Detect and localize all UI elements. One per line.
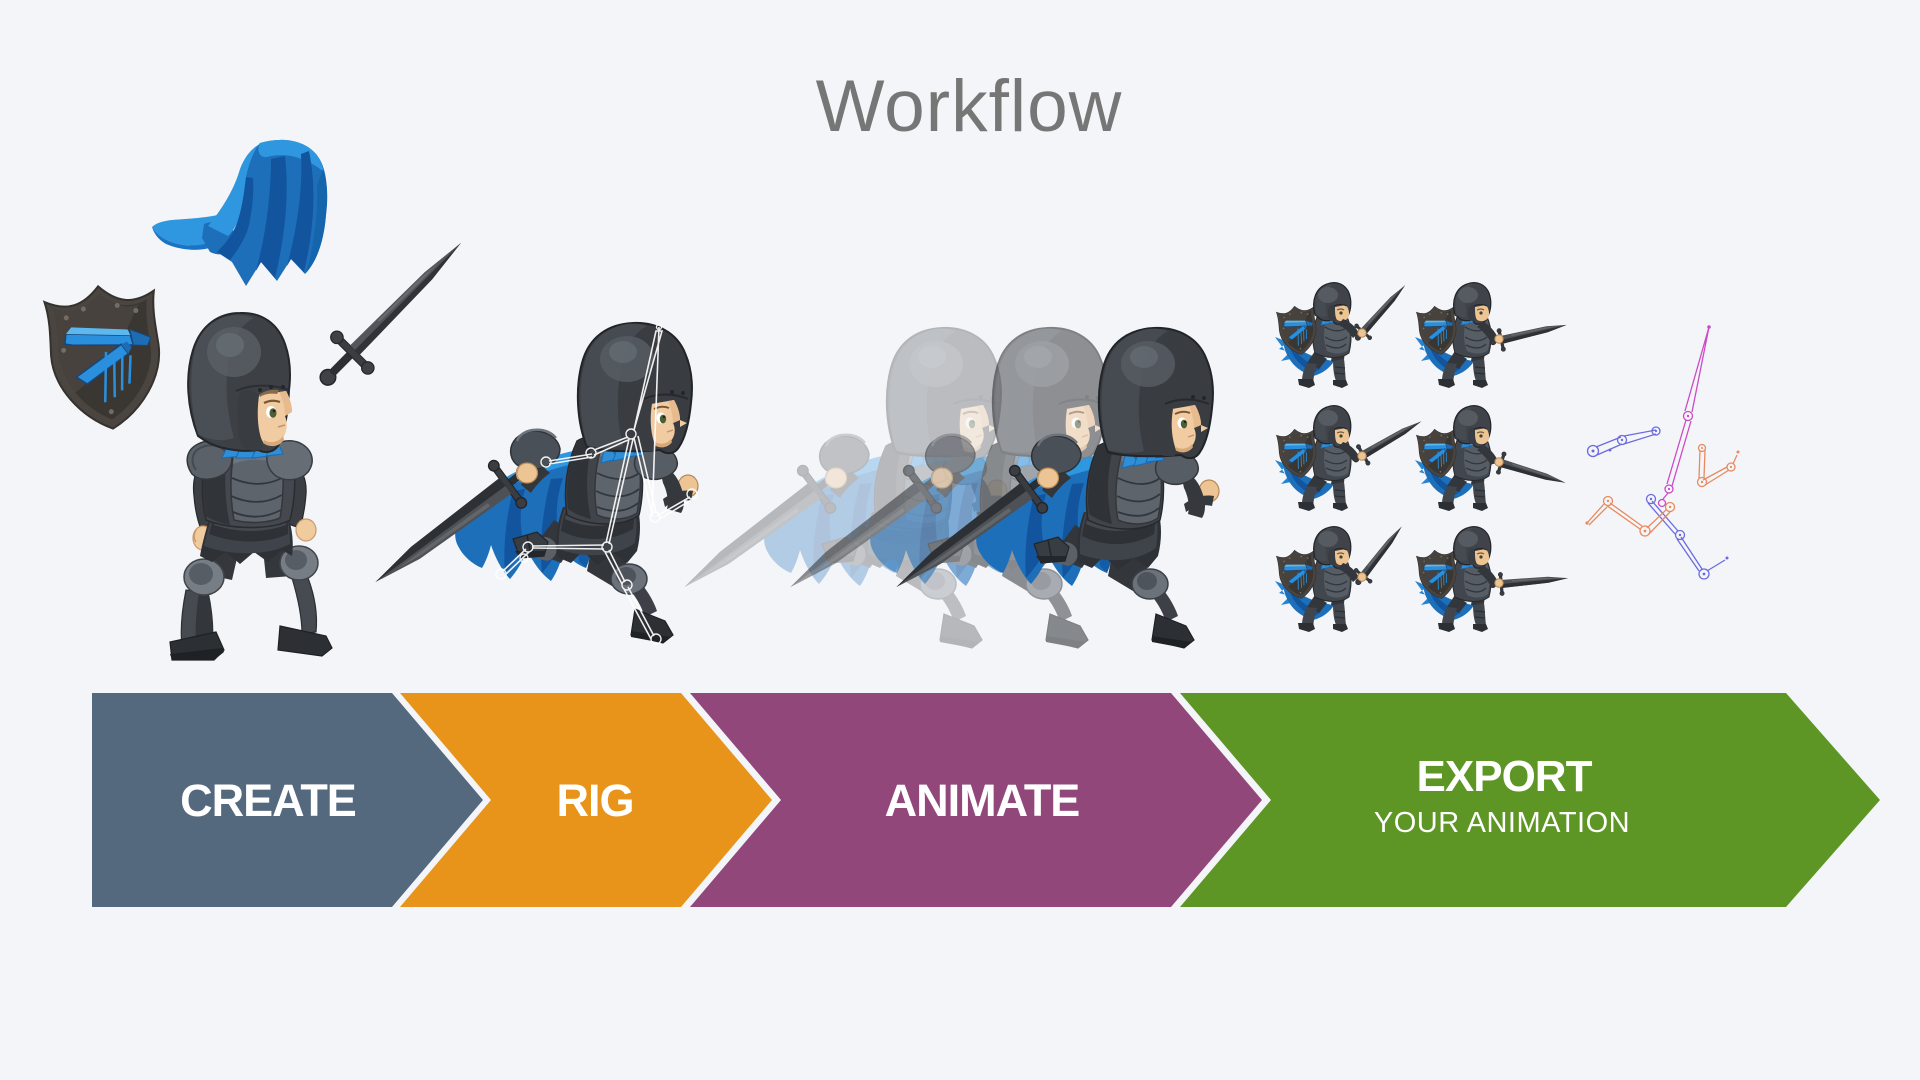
svg-text:YOUR ANIMATION: YOUR ANIMATION — [1374, 807, 1630, 839]
svg-text:CREATE: CREATE — [180, 775, 356, 826]
svg-text:Workflow: Workflow — [816, 66, 1123, 147]
svg-text:EXPORT: EXPORT — [1417, 752, 1593, 801]
svg-text:RIG: RIG — [556, 775, 633, 826]
svg-text:ANIMATE: ANIMATE — [885, 775, 1080, 826]
